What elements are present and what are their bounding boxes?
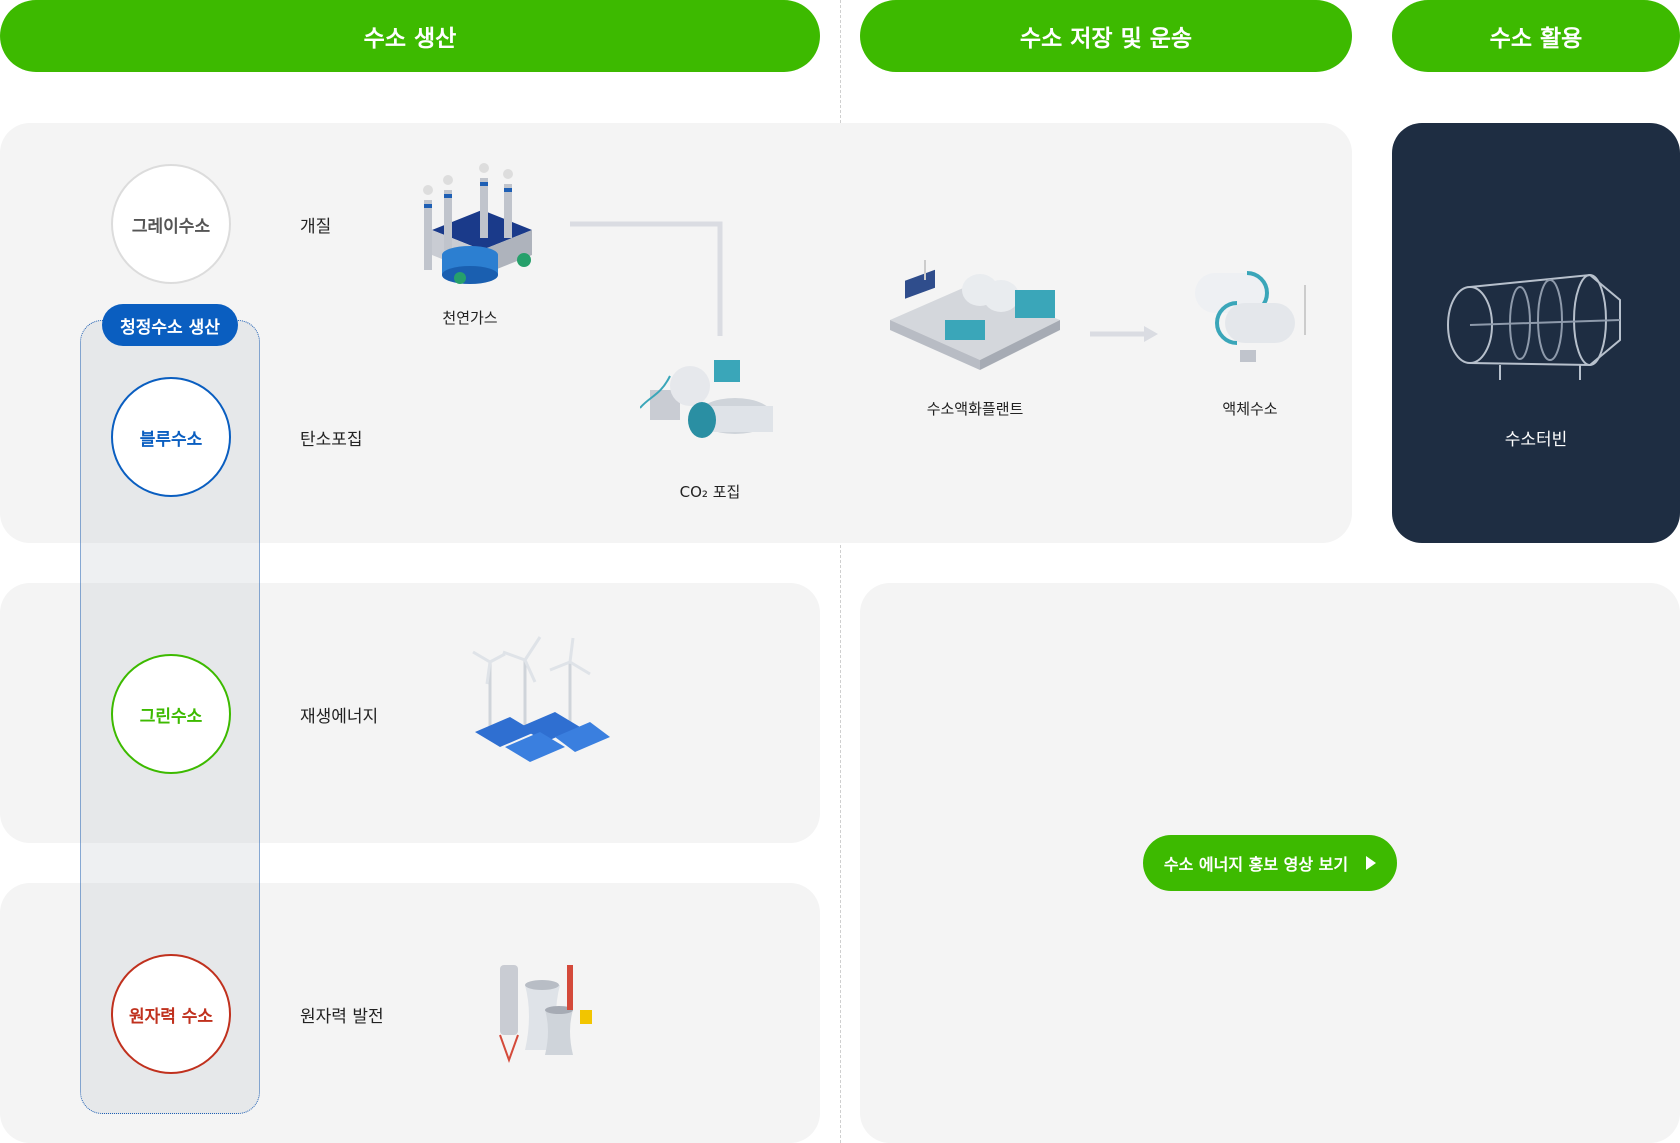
- circle-nuclear-hydrogen: 원자력 수소: [111, 954, 231, 1074]
- caption-liquefaction-plant: 수소액화플랜트: [926, 400, 1024, 418]
- caption-natural-gas: 천연가스: [442, 309, 498, 327]
- liquefaction-plant-icon: [890, 260, 1060, 370]
- clean-hydrogen-tag-label: 청정수소 생산: [120, 317, 220, 338]
- header-storage: 수소 저장 및 운송: [860, 0, 1352, 72]
- method-nuclear: 원자력 발전: [300, 1007, 384, 1027]
- video-button[interactable]: 수소 에너지 홍보 영상 보기: [1143, 835, 1397, 891]
- liquid-tank-icon: [1195, 271, 1306, 362]
- method-carbon-capture: 탄소포집: [300, 430, 363, 450]
- header-production-label: 수소 생산: [363, 26, 457, 52]
- method-renewable: 재생에너지: [300, 707, 379, 727]
- circle-nuclear-label: 원자력 수소: [128, 1006, 214, 1027]
- factory-icon: [423, 163, 532, 284]
- circle-grey-hydrogen: 그레이수소: [111, 164, 231, 284]
- method-reforming: 개질: [300, 217, 332, 237]
- header-storage-label: 수소 저장 및 운송: [1019, 26, 1193, 52]
- circle-blue-hydrogen: 블루수소: [111, 377, 231, 497]
- wind-solar-icon: [472, 636, 610, 762]
- clean-hydrogen-tag: 청정수소 생산: [102, 304, 238, 346]
- circle-green-hydrogen: 그린수소: [111, 654, 231, 774]
- nuclear-plant-icon: [499, 965, 592, 1063]
- circle-grey-label: 그레이수소: [131, 216, 211, 237]
- header-utilization-label: 수소 활용: [1489, 26, 1583, 52]
- caption-liquid-hydrogen: 액체수소: [1222, 400, 1278, 418]
- header-production: 수소 생산: [0, 0, 820, 72]
- caption-co2-capture: CO₂ 포집: [679, 483, 741, 501]
- header-utilization: 수소 활용: [1392, 0, 1680, 72]
- panel-utilization: [1392, 123, 1680, 543]
- play-icon: [1366, 856, 1377, 870]
- column-divider: [840, 0, 841, 1143]
- connector-line: [570, 221, 723, 336]
- turbine-icon: [1447, 273, 1621, 380]
- caption-turbine: 수소터빈: [1504, 430, 1568, 450]
- co2-capture-icon: [640, 360, 773, 438]
- arrow-right-icon: [1090, 326, 1158, 342]
- circle-blue-label: 블루수소: [139, 429, 203, 450]
- circle-green-label: 그린수소: [139, 706, 203, 727]
- video-button-label: 수소 에너지 홍보 영상 보기: [1163, 855, 1349, 874]
